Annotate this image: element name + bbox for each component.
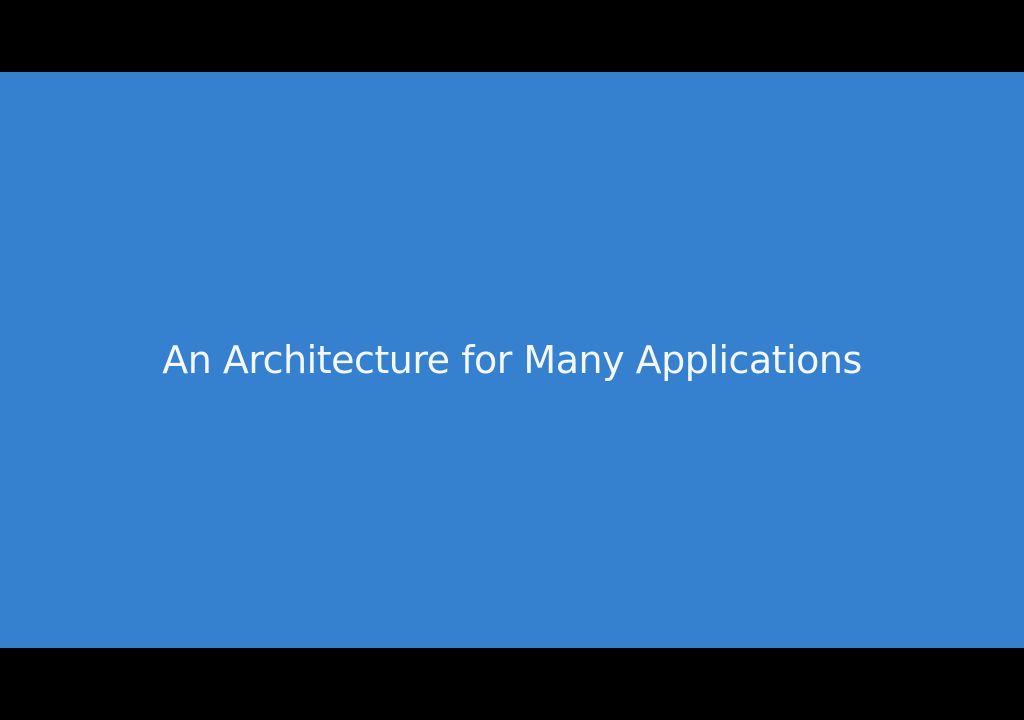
letterbox-top	[0, 0, 1024, 72]
letterbox-bottom	[0, 648, 1024, 720]
slide-title: An Architecture for Many Applications	[162, 337, 862, 382]
presentation-slide: An Architecture for Many Applications	[0, 72, 1024, 648]
